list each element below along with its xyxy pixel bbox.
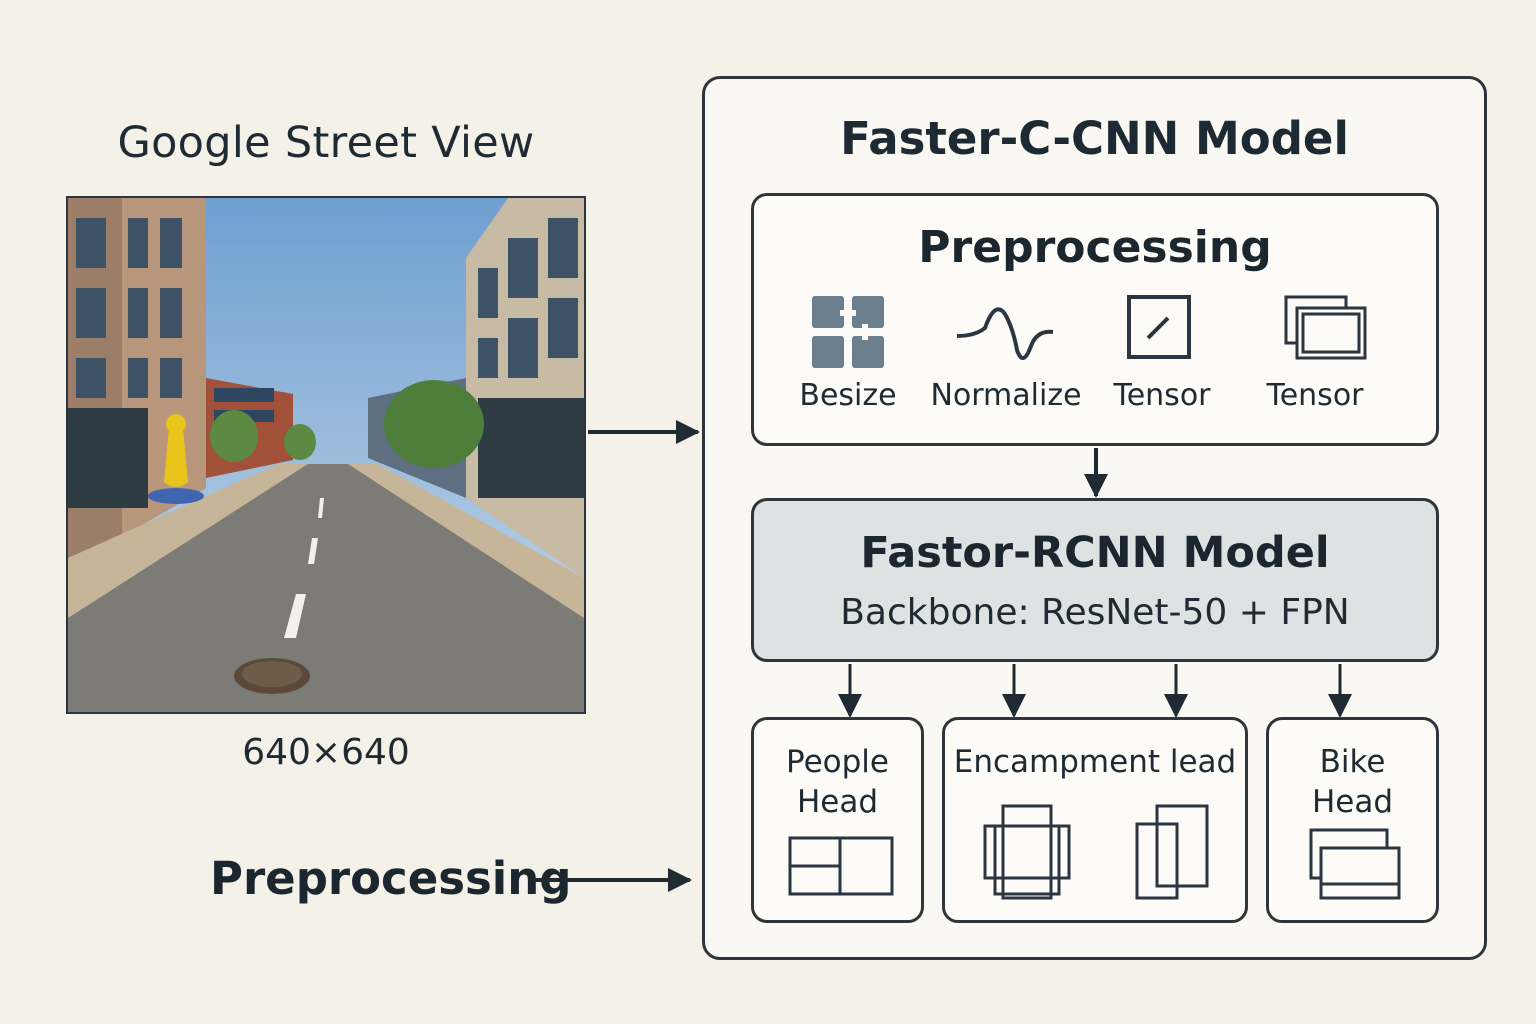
bike-head-box: Bike Head — [1266, 717, 1439, 923]
people-head-label-2: Head — [796, 784, 879, 820]
bike-head-label-2: Head — [1311, 784, 1394, 820]
overlapping-boxes-icon-2 — [1135, 804, 1209, 900]
preprocessing-input-label: Preprocessing — [210, 852, 572, 905]
step-label-resize: Besize — [799, 378, 897, 413]
tensor-square-icon — [1127, 295, 1191, 359]
image-size-caption: 640×640 — [242, 732, 410, 773]
rcnn-model-box — [751, 498, 1439, 662]
street-view-title: Google Street View — [117, 118, 535, 168]
people-head-box: People Head — [751, 717, 924, 923]
split-box-icon — [788, 836, 894, 896]
resize-grid-icon — [812, 296, 884, 368]
step-label-normalize: Normalize — [930, 378, 1082, 413]
street-view-image — [66, 196, 586, 714]
people-head-label-1: People — [786, 744, 889, 780]
overlapping-boxes-icon — [983, 804, 1071, 900]
step-label-tensor: Tensor — [1113, 378, 1211, 413]
encampment-head-box: Encampment lead — [942, 717, 1248, 923]
encampment-head-label: Encampment lead — [953, 744, 1237, 780]
rcnn-model-title: Fastor-RCNN Model — [860, 528, 1330, 578]
preprocessing-title: Preprocessing — [918, 222, 1272, 273]
model-title: Faster-C-CNN Model — [840, 112, 1349, 165]
step-label-tensor-2: Tensor — [1266, 378, 1364, 413]
wave-icon — [956, 307, 1054, 360]
backbone-label: Backbone: ResNet-50 + FPN — [840, 592, 1350, 633]
stacked-boxes-icon — [1309, 828, 1401, 900]
stacked-squares-icon — [1284, 295, 1367, 360]
bike-head-label-1: Bike — [1319, 744, 1386, 780]
